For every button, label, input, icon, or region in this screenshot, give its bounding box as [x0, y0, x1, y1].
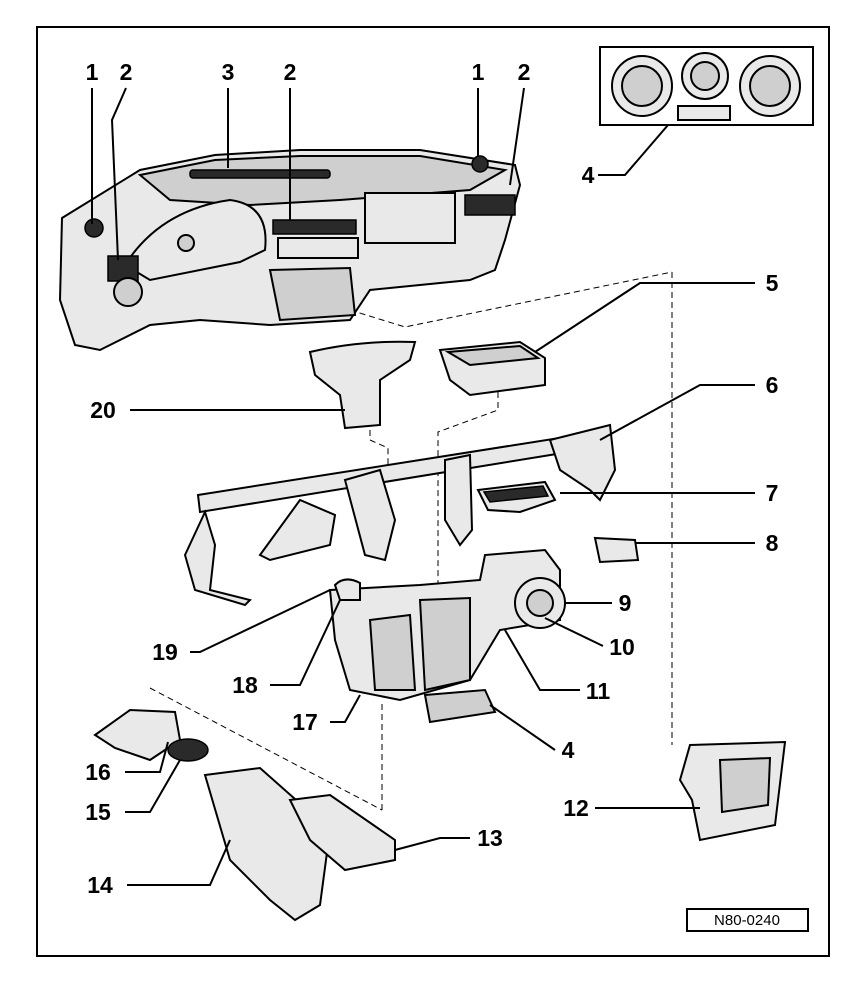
callout-13: 13	[477, 825, 503, 851]
callout-9: 9	[619, 590, 632, 616]
callout-11: 11	[586, 678, 611, 704]
filter-part	[476, 480, 557, 514]
callout-2: 2	[284, 59, 297, 85]
callout-4: 4	[582, 162, 595, 188]
cross-member-part	[183, 423, 617, 607]
callout-2: 2	[120, 59, 133, 85]
callout-20: 20	[90, 397, 116, 423]
callout-14: 14	[87, 872, 113, 898]
callout-18: 18	[232, 672, 258, 698]
callout-16: 16	[85, 759, 111, 785]
reference-code-box: N80-0240	[686, 908, 809, 932]
callout-7: 7	[766, 480, 779, 506]
callout-15: 15	[85, 799, 111, 825]
callout-8: 8	[766, 530, 779, 556]
assembly-dashed-lines	[149, 271, 673, 811]
vent-part	[438, 340, 546, 397]
callout-12: 12	[563, 795, 589, 821]
callout-labels: 1 2 3 2 1 2 4 5 6 7 8 9 10 11 4 12 13 14…	[85, 59, 778, 898]
callout-3: 3	[222, 59, 235, 85]
floor-duct-parts	[203, 766, 396, 922]
callout-10: 10	[609, 634, 635, 660]
leader-lines	[91, 87, 755, 886]
dashboard-panel	[58, 149, 522, 352]
callout-5: 5	[766, 270, 779, 296]
callout-19: 19	[152, 639, 178, 665]
center-duct-part	[308, 340, 417, 430]
callout-1: 1	[86, 59, 99, 85]
control-panel-inset	[599, 46, 814, 126]
resistor-part	[593, 536, 640, 564]
bracket-part	[678, 740, 787, 842]
callout-4: 4	[562, 737, 575, 763]
reference-code: N80-0240	[714, 912, 780, 929]
callout-17: 17	[292, 709, 318, 735]
callout-2: 2	[518, 59, 531, 85]
side-vent-parts	[93, 708, 209, 762]
callout-1: 1	[472, 59, 485, 85]
heater-box-assembly	[328, 548, 566, 724]
callout-6: 6	[766, 372, 779, 398]
